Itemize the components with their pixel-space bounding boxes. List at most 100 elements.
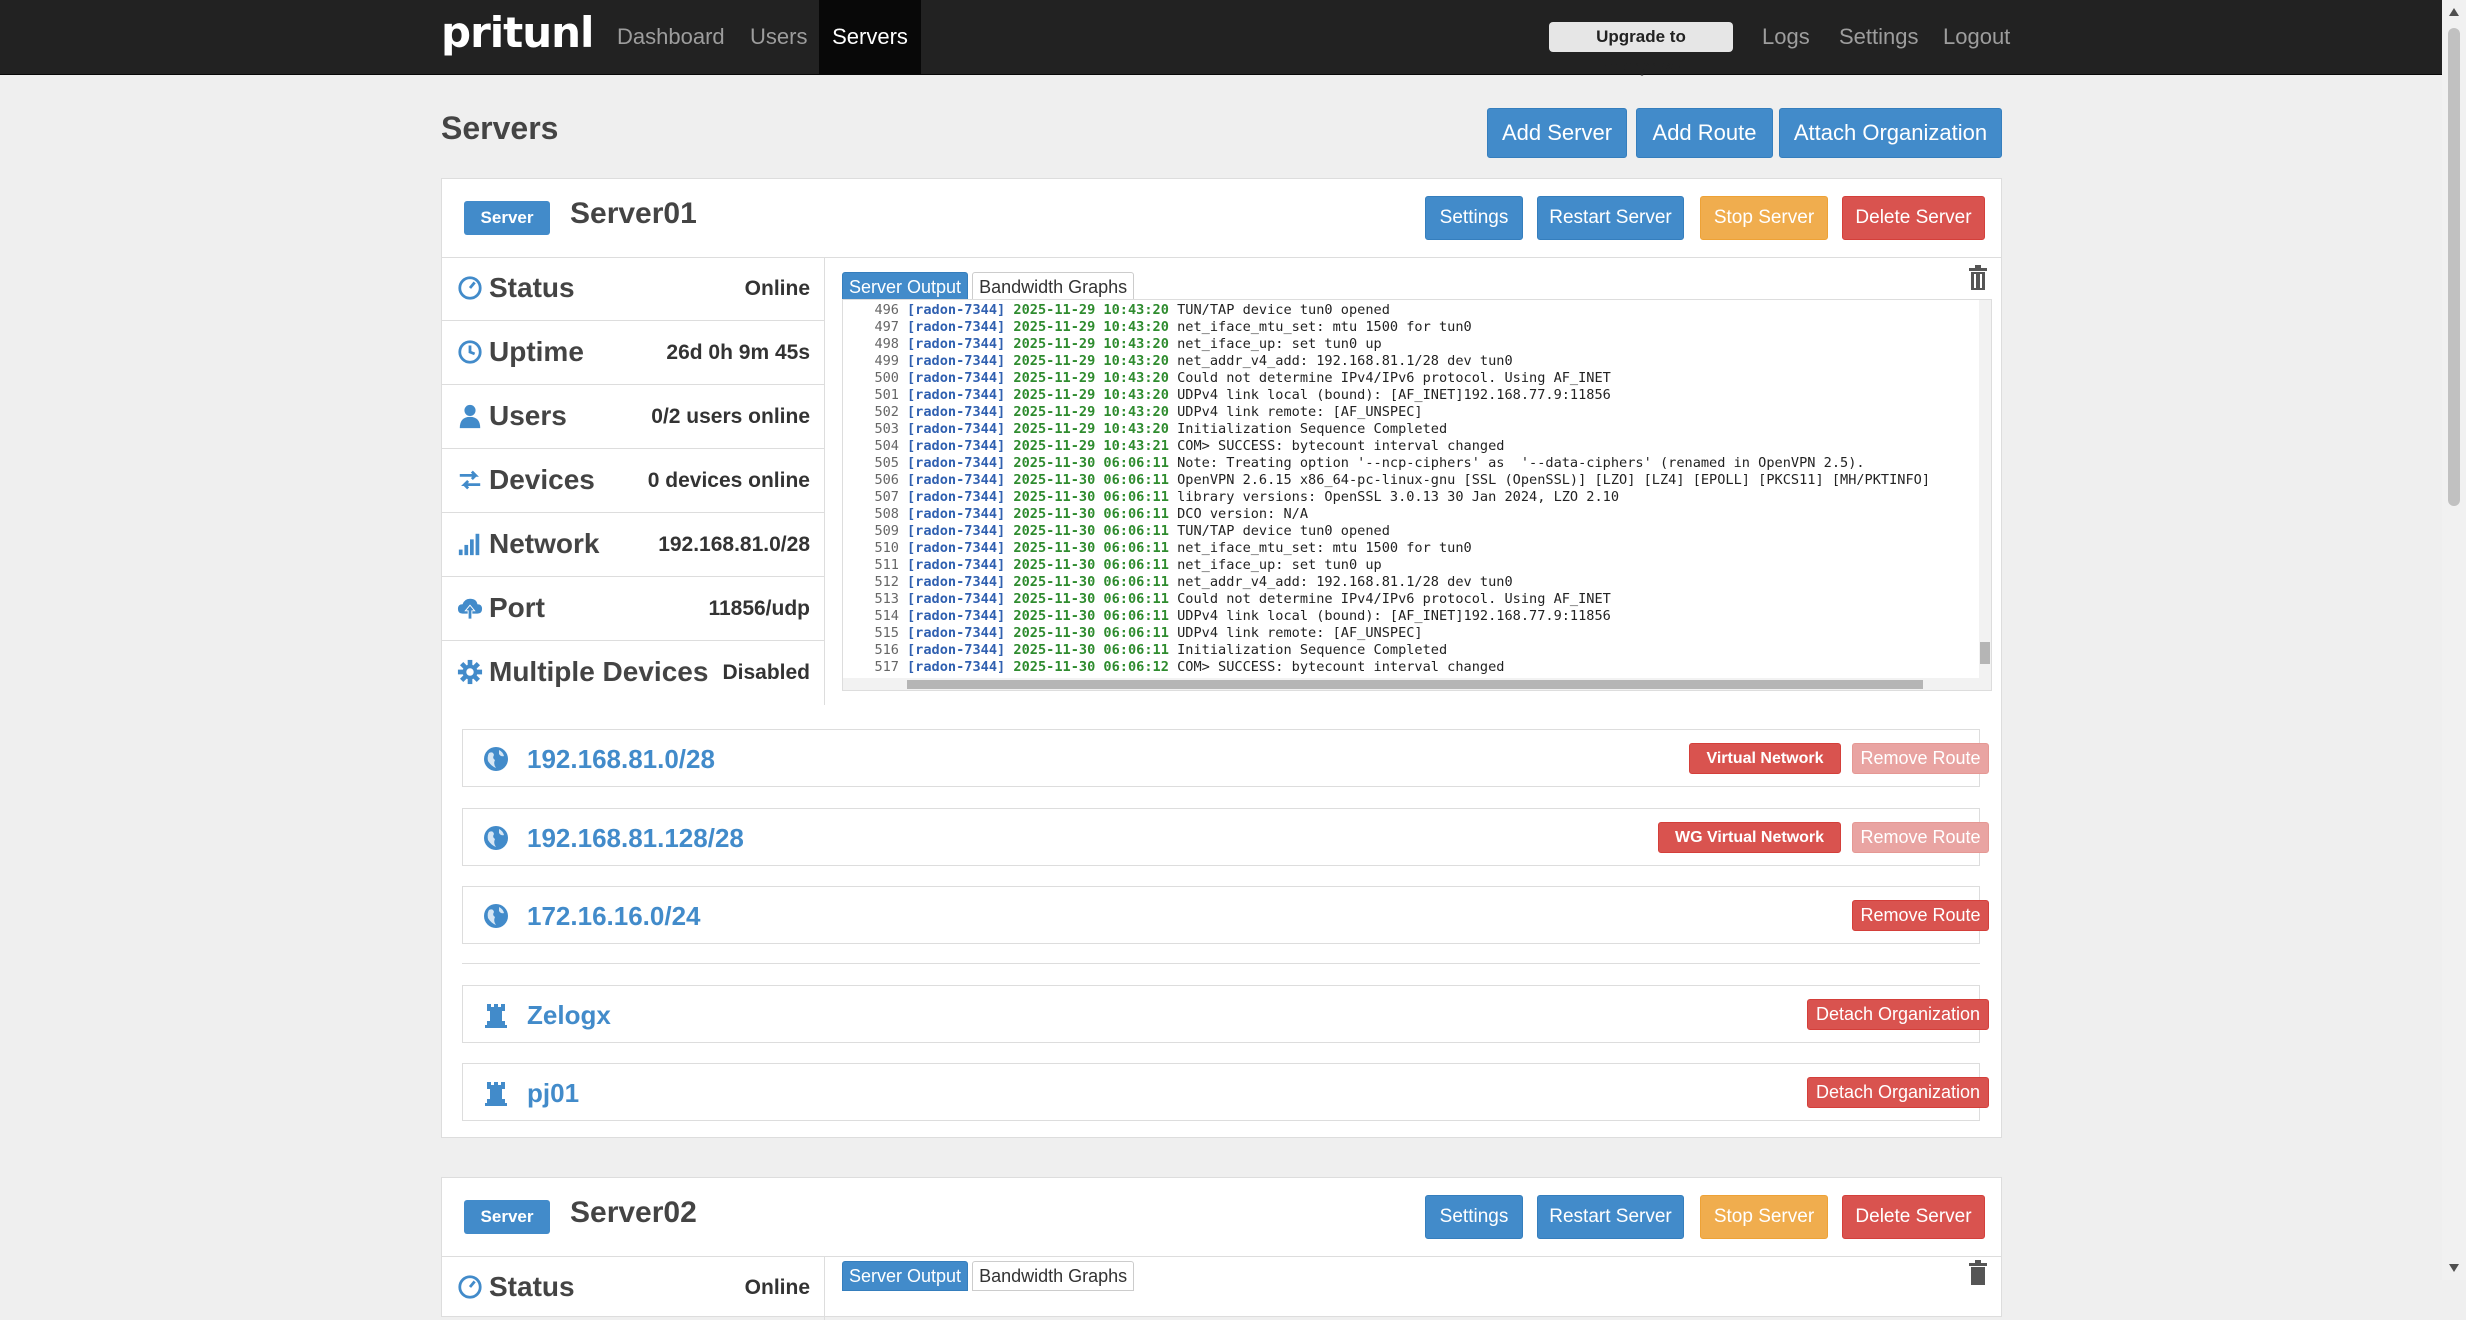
- info-label: Status: [489, 272, 575, 303]
- upgrade-enterprise-button[interactable]: Upgrade to Enterprise!: [1549, 22, 1733, 76]
- log-line-number: 500: [874, 370, 899, 386]
- log-message: library versions: OpenSSL 3.0.13 30 Jan …: [1177, 489, 1620, 505]
- log-timestamp: 2025-11-29 10:43:20: [1013, 421, 1169, 437]
- log-line: 517[radon-7344] 2025-11-30 06:06:12 COM>…: [843, 659, 1991, 676]
- log-horizontal-scrollbar[interactable]: [843, 678, 1991, 690]
- log-message: net_addr_v4_add: 192.168.81.1/28 dev tun…: [1177, 353, 1513, 369]
- info-label: Uptime: [489, 336, 584, 367]
- trash-icon[interactable]: [1967, 265, 1989, 291]
- log-timestamp: 2025-11-30 06:06:11: [1013, 557, 1169, 573]
- tab-server-output[interactable]: Server Output: [842, 1261, 969, 1291]
- remove-route-button[interactable]: Remove Route: [1852, 822, 1989, 853]
- log-timestamp: 2025-11-29 10:43:20: [1013, 370, 1169, 386]
- log-message: TUN/TAP device tun0 opened: [1177, 523, 1390, 539]
- log-timestamp: 2025-11-30 06:06:11: [1013, 608, 1169, 624]
- remove-route-button[interactable]: Remove Route: [1852, 900, 1989, 931]
- restart-server-button[interactable]: Restart Server: [1537, 1195, 1684, 1239]
- tab-bandwidth-graphs[interactable]: Bandwidth Graphs: [972, 1261, 1135, 1291]
- scroll-up-icon[interactable]: [2449, 8, 2459, 16]
- log-line-number: 497: [874, 319, 899, 335]
- organization-name[interactable]: Zelogx: [527, 1000, 611, 1030]
- log-timestamp: 2025-11-30 06:06:11: [1013, 506, 1169, 522]
- log-line-number: 505: [874, 455, 899, 471]
- log-line-number: 504: [874, 438, 899, 454]
- log-line-number: 503: [874, 421, 899, 437]
- log-vertical-scrollbar[interactable]: [1979, 300, 1991, 690]
- log-line: 499[radon-7344] 2025-11-29 10:43:20 net_…: [843, 353, 1991, 370]
- route-network[interactable]: 192.168.81.0/28: [527, 744, 715, 774]
- trash-icon[interactable]: [1967, 1260, 1989, 1286]
- log-message: net_iface_up: set tun0 up: [1177, 336, 1382, 352]
- attach-organization-button[interactable]: Attach Organization: [1779, 108, 2002, 158]
- server-label: Server: [464, 201, 550, 235]
- nav-settings[interactable]: Settings: [1839, 24, 1919, 49]
- route-network[interactable]: 172.16.16.0/24: [527, 901, 701, 931]
- remove-route-button[interactable]: Remove Route: [1852, 743, 1989, 774]
- nav-users[interactable]: Users: [750, 24, 808, 49]
- log-timestamp: 2025-11-29 10:43:20: [1013, 387, 1169, 403]
- signal-icon: [456, 531, 484, 559]
- server-settings-button[interactable]: Settings: [1425, 1195, 1523, 1239]
- organization-icon: [483, 1002, 509, 1028]
- log-line-number: 508: [874, 506, 899, 522]
- log-message: TUN/TAP device tun0 opened: [1177, 302, 1390, 318]
- nav-logout[interactable]: Logout: [1943, 24, 2011, 49]
- stop-server-button[interactable]: Stop Server: [1700, 1195, 1828, 1239]
- log-source: [radon-7344]: [907, 404, 1006, 420]
- log-message: Note: Treating option '--ncp-ciphers' as…: [1177, 455, 1865, 471]
- info-label: Multiple Devices: [489, 656, 709, 687]
- log-line-number: 512: [874, 574, 899, 590]
- delete-server-button[interactable]: Delete Server: [1842, 1195, 1985, 1239]
- log-line-number: 511: [874, 557, 899, 573]
- log-timestamp: 2025-11-30 06:06:11: [1013, 540, 1169, 556]
- log-timestamp: 2025-11-29 10:43:21: [1013, 438, 1169, 454]
- add-server-button[interactable]: Add Server: [1487, 108, 1627, 158]
- cloud-upload-icon: [456, 595, 484, 623]
- nav-servers[interactable]: Servers: [819, 0, 921, 74]
- log-line-number: 510: [874, 540, 899, 556]
- route-network[interactable]: 192.168.81.128/28: [527, 823, 744, 853]
- log-line-number: 515: [874, 625, 899, 641]
- globe-icon: [483, 746, 509, 772]
- transfer-icon: [456, 467, 484, 495]
- detach-organization-button[interactable]: Detach Organization: [1807, 999, 1989, 1030]
- restart-server-button[interactable]: Restart Server: [1537, 196, 1684, 240]
- scroll-down-icon[interactable]: [2449, 1264, 2459, 1272]
- log-source: [radon-7344]: [907, 387, 1006, 403]
- info-row-status: Status Online: [442, 257, 824, 321]
- route-item: 172.16.16.0/24 Remove Route: [462, 886, 1989, 944]
- log-message: UDPv4 link local (bound): [AF_INET]192.1…: [1177, 387, 1611, 403]
- log-source: [radon-7344]: [907, 557, 1006, 573]
- log-line: 516[radon-7344] 2025-11-30 06:06:11 Init…: [843, 642, 1991, 659]
- nav-logs[interactable]: Logs: [1762, 24, 1810, 49]
- info-value: 26d 0h 9m 45s: [666, 341, 810, 364]
- stop-server-button[interactable]: Stop Server: [1700, 196, 1828, 240]
- detach-organization-button[interactable]: Detach Organization: [1807, 1077, 1989, 1108]
- nav-dashboard[interactable]: Dashboard: [617, 24, 725, 49]
- page-scrollbar[interactable]: [2442, 0, 2466, 1280]
- server-output-log[interactable]: 496 [radon-7344] 2025-11-29 10:43:20 TUN/…: [842, 299, 1992, 691]
- log-line: 504[radon-7344] 2025-11-29 10:43:21 COM>…: [843, 438, 1991, 455]
- add-route-button[interactable]: Add Route: [1636, 108, 1773, 158]
- brand-logo[interactable]: pritunl: [441, 8, 594, 57]
- organization-name[interactable]: pj01: [527, 1078, 580, 1108]
- server-name: Server02: [570, 1196, 697, 1229]
- server-settings-button[interactable]: Settings: [1425, 196, 1523, 240]
- log-line-number: 507: [874, 489, 899, 505]
- log-line: 502[radon-7344] 2025-11-29 10:43:20 UDPv…: [843, 404, 1991, 421]
- info-label: Users: [489, 400, 567, 431]
- delete-server-button[interactable]: Delete Server: [1842, 196, 1985, 240]
- log-line-number: 496: [874, 302, 899, 318]
- cog-icon: [456, 659, 484, 687]
- server-label: Server: [464, 1200, 550, 1234]
- tab-server-output[interactable]: Server Output: [842, 272, 969, 302]
- tab-bandwidth-graphs[interactable]: Bandwidth Graphs: [972, 272, 1135, 302]
- log-timestamp: 2025-11-30 06:06:11: [1013, 642, 1169, 658]
- log-line-number: 498: [874, 336, 899, 352]
- info-value: Online: [744, 277, 810, 300]
